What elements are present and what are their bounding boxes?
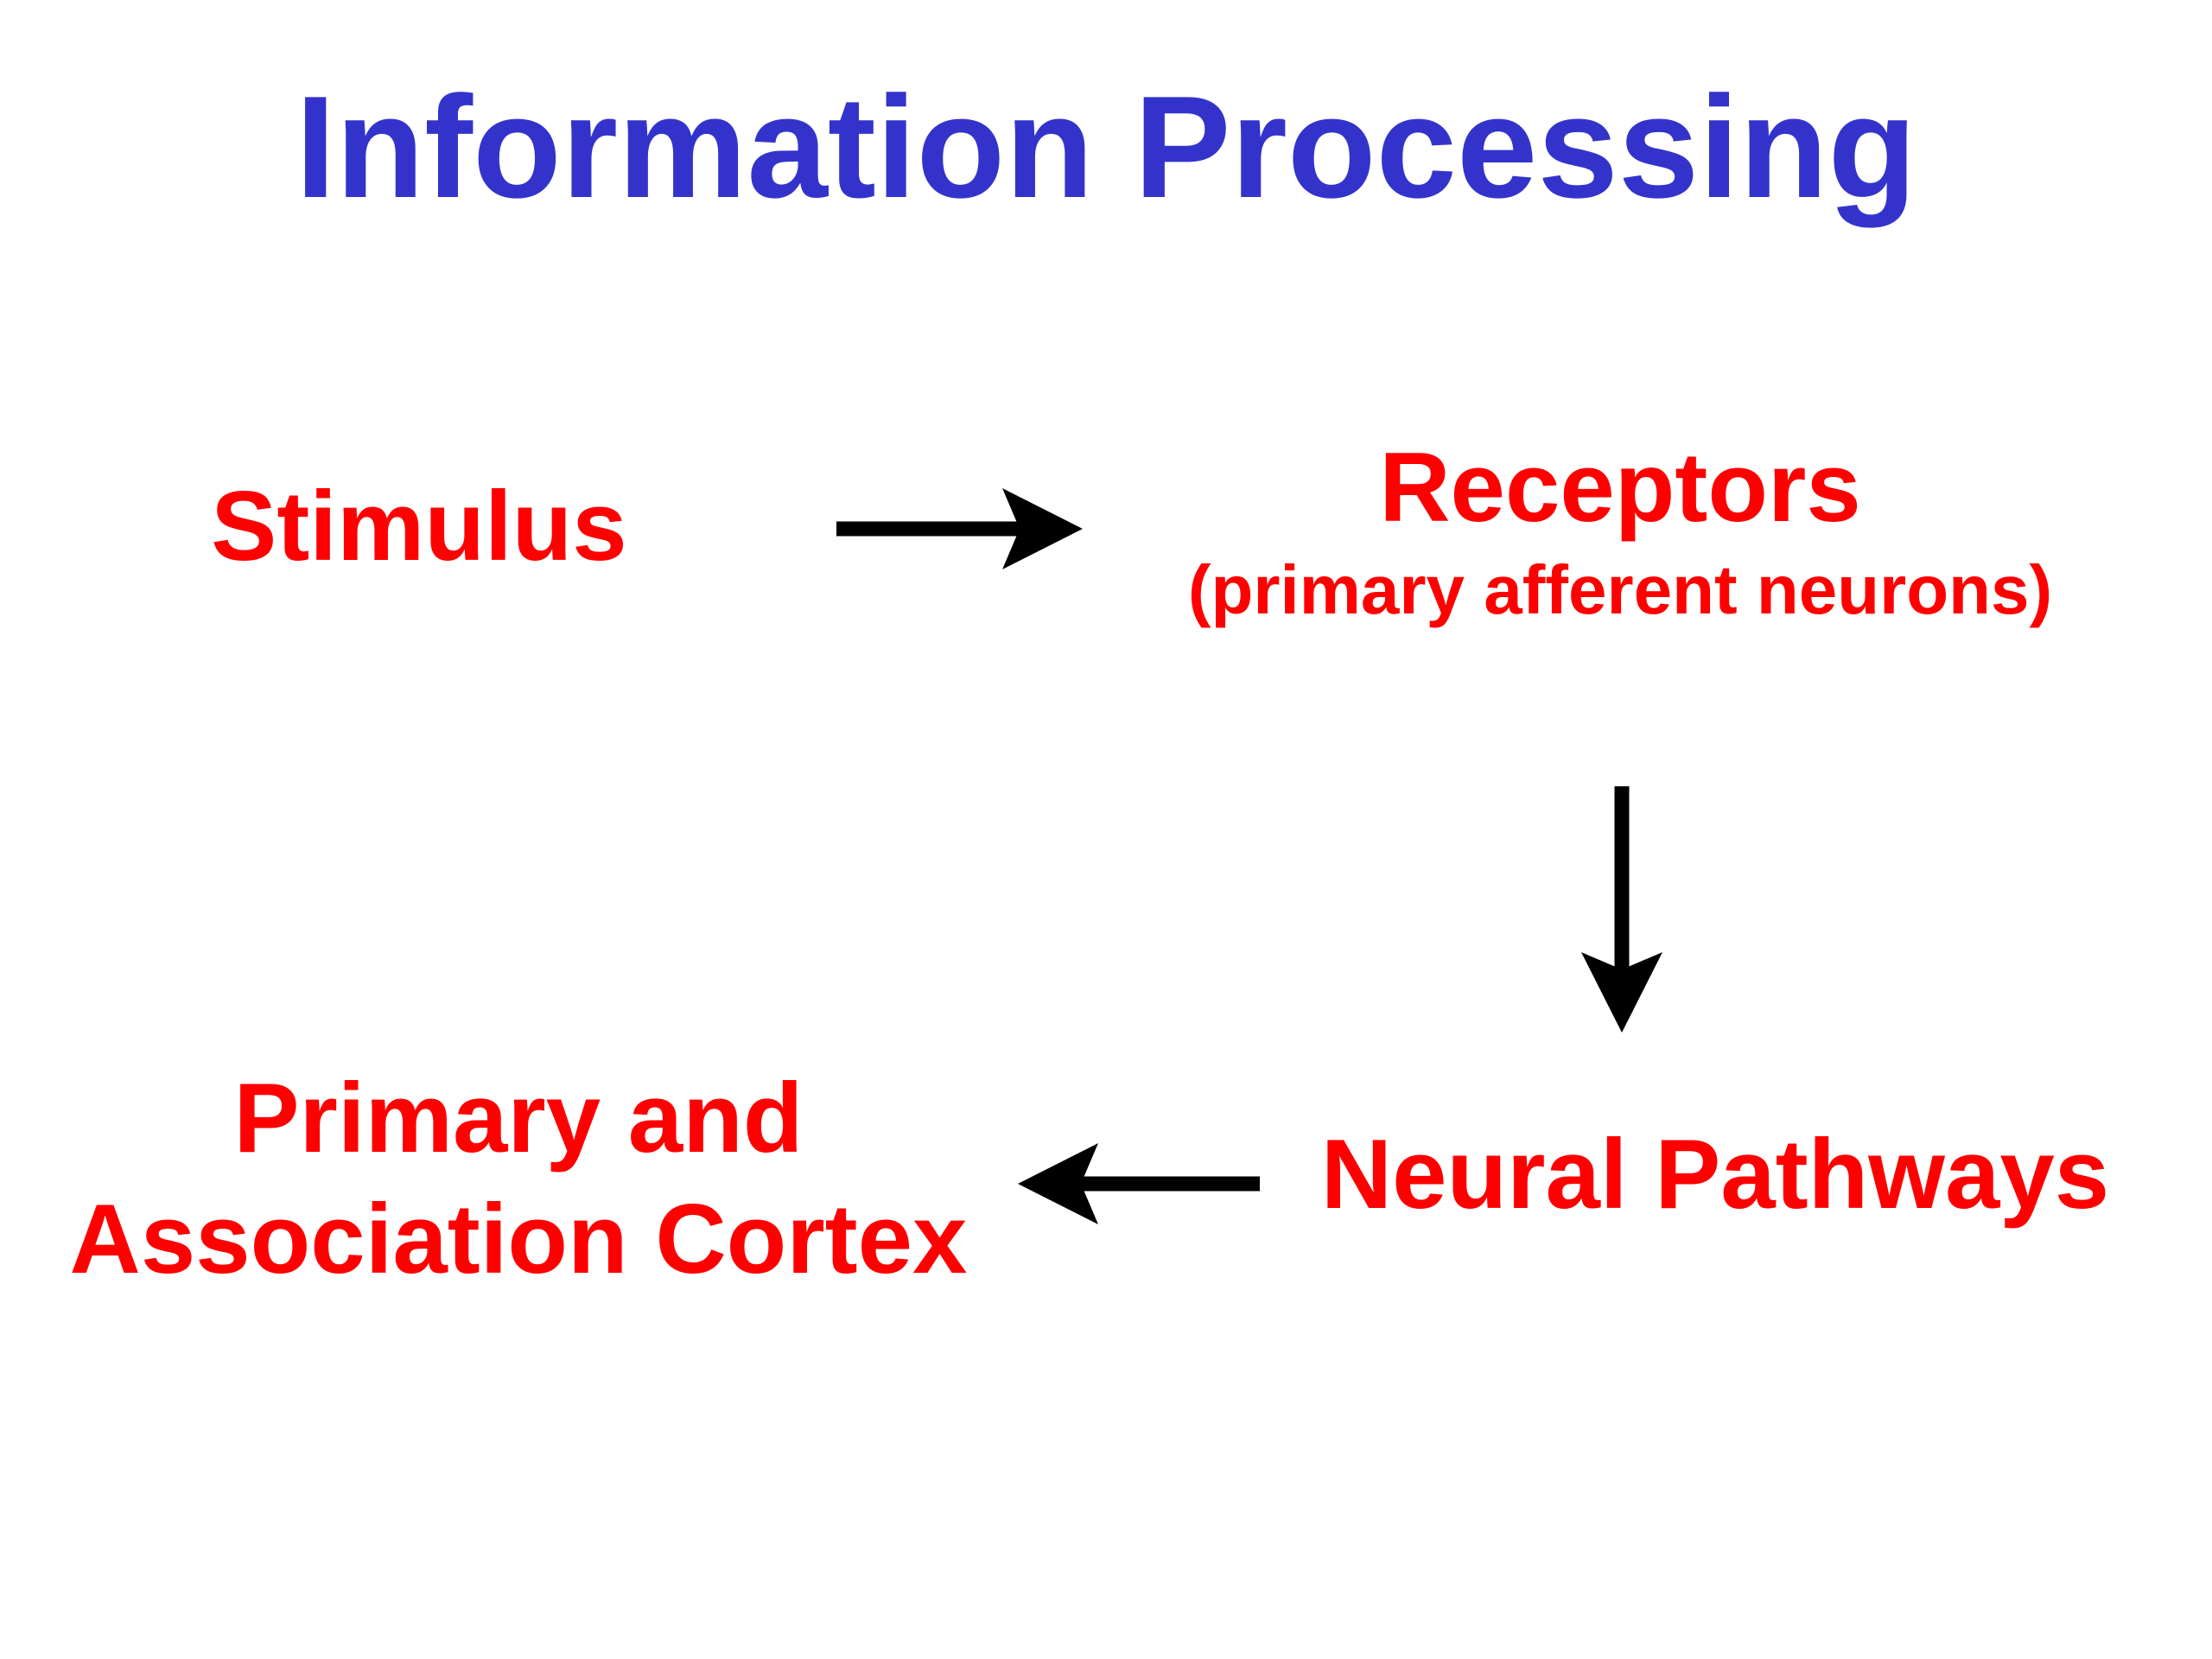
- arrow-receptors-to-pathways: [1581, 786, 1662, 1033]
- cortex-label-line2: Association Cortex: [69, 1185, 968, 1294]
- stimulus-node: Stimulus: [211, 472, 627, 582]
- arrow-pathways-to-cortex: [1018, 1143, 1260, 1224]
- slide-title: Information Processing: [295, 66, 1917, 228]
- cortex-node: Primary and Association Cortex: [35, 1058, 1002, 1300]
- cortex-label-line1: Primary and: [233, 1064, 804, 1173]
- arrow-stimulus-to-receptors: [836, 488, 1083, 569]
- neural-pathways-node: Neural Pathways: [1320, 1120, 2110, 1230]
- receptors-sublabel: (primary afferent neurons): [1187, 551, 2053, 628]
- receptors-label: Receptors: [1379, 433, 1861, 543]
- receptors-node: Receptors (primary afferent neurons): [1123, 432, 2117, 631]
